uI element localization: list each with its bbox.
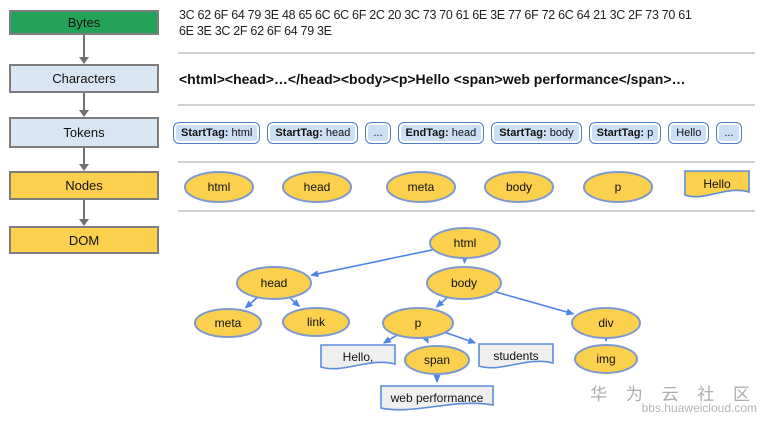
node-ellipse-head bbox=[282, 171, 352, 203]
tree-edge-p-students bbox=[445, 332, 477, 344]
tree-edge-body-div bbox=[495, 291, 575, 316]
node-label: span bbox=[424, 353, 450, 367]
node-label: body bbox=[506, 180, 532, 194]
node-label: p bbox=[615, 180, 622, 194]
node-label: head bbox=[261, 276, 288, 290]
node-ellipse-meta bbox=[194, 308, 262, 338]
token-chip: StartTag: html bbox=[173, 122, 261, 144]
node-label: web performance bbox=[390, 391, 484, 405]
pipeline-box-bytes: Bytes bbox=[9, 10, 159, 35]
down-arrow-icon bbox=[78, 93, 90, 117]
tree-edge-body-p bbox=[435, 297, 448, 308]
node-ellipse-link bbox=[282, 307, 350, 337]
pipeline-box-tokens: Tokens bbox=[9, 117, 159, 148]
node-label: div bbox=[598, 316, 613, 330]
tree-edge-p-span bbox=[421, 334, 429, 344]
row-separator bbox=[178, 161, 755, 163]
row-separator bbox=[178, 210, 755, 212]
node-label: Hello, bbox=[343, 350, 374, 364]
characters-markup-text: <html><head>…</head><body><p>Hello <span… bbox=[179, 71, 686, 87]
node-ellipse-body bbox=[484, 171, 554, 203]
row-separator bbox=[178, 104, 755, 106]
node-label: students bbox=[493, 349, 538, 363]
node-label: head bbox=[304, 180, 331, 194]
tree-edge-head-meta bbox=[244, 297, 258, 309]
node-ellipse-body bbox=[426, 266, 502, 300]
dom-tree: html head body meta link p div span img Hello, stu… bbox=[194, 227, 641, 411]
pipeline-box-dom: DOM bbox=[9, 226, 159, 254]
nodes-row: html head meta body p Hello bbox=[184, 170, 750, 203]
node-label: img bbox=[596, 352, 615, 366]
token-chip: StartTag: p bbox=[588, 122, 662, 144]
tree-edge-html-head bbox=[310, 249, 433, 278]
node-label: meta bbox=[215, 316, 242, 330]
node-label: html bbox=[208, 180, 231, 194]
down-arrow-icon bbox=[78, 200, 90, 226]
row-separator bbox=[178, 52, 755, 54]
tree-edge-p-hello bbox=[382, 334, 397, 344]
node-doc-hello bbox=[320, 344, 396, 370]
token-chip: ... bbox=[365, 122, 391, 144]
node-label: body bbox=[451, 276, 477, 290]
down-arrow-icon bbox=[78, 35, 90, 64]
node-label: p bbox=[415, 316, 422, 330]
tree-edge-head-link bbox=[289, 297, 301, 308]
pipeline-box-characters: Characters bbox=[9, 64, 159, 93]
token-chip: Hello bbox=[668, 122, 710, 144]
pipeline-box-nodes: Nodes bbox=[9, 171, 159, 200]
bytes-hex-line-2: 6E 3E 3C 2F 62 6F 64 79 3E bbox=[179, 24, 332, 38]
token-chip: StartTag: head bbox=[267, 122, 359, 144]
node-ellipse-div bbox=[571, 307, 641, 339]
token-chip: ... bbox=[716, 122, 742, 144]
node-ellipse-html bbox=[429, 227, 501, 259]
watermark-text: 华 为 云 社 区 bbox=[590, 385, 757, 404]
node-doc-students bbox=[478, 343, 554, 369]
node-doc-webperf bbox=[380, 385, 494, 411]
node-ellipse-p bbox=[583, 171, 653, 203]
node-label: Hello bbox=[703, 177, 731, 191]
node-ellipse-html bbox=[184, 171, 254, 203]
tokens-row: StartTag: html StartTag: head... EndTag: h… bbox=[173, 122, 758, 144]
token-chip: EndTag: head bbox=[397, 122, 485, 144]
watermark-url: bbs.huaweicloud.com bbox=[641, 401, 757, 415]
node-label: meta bbox=[408, 180, 435, 194]
node-ellipse-meta bbox=[386, 171, 456, 203]
node-ellipse-p bbox=[382, 307, 454, 339]
node-ellipse-img bbox=[574, 344, 638, 374]
node-doc-Hello bbox=[684, 170, 750, 198]
bytes-hex-line-1: 3C 62 6F 64 79 3E 48 65 6C 6C 6F 2C 20 3… bbox=[179, 8, 692, 22]
node-ellipse-head bbox=[236, 266, 312, 300]
node-ellipse-span bbox=[404, 345, 470, 375]
down-arrow-icon bbox=[78, 148, 90, 171]
token-chip: StartTag: body bbox=[491, 122, 582, 144]
node-label: html bbox=[454, 236, 477, 250]
node-label: link bbox=[307, 315, 326, 329]
